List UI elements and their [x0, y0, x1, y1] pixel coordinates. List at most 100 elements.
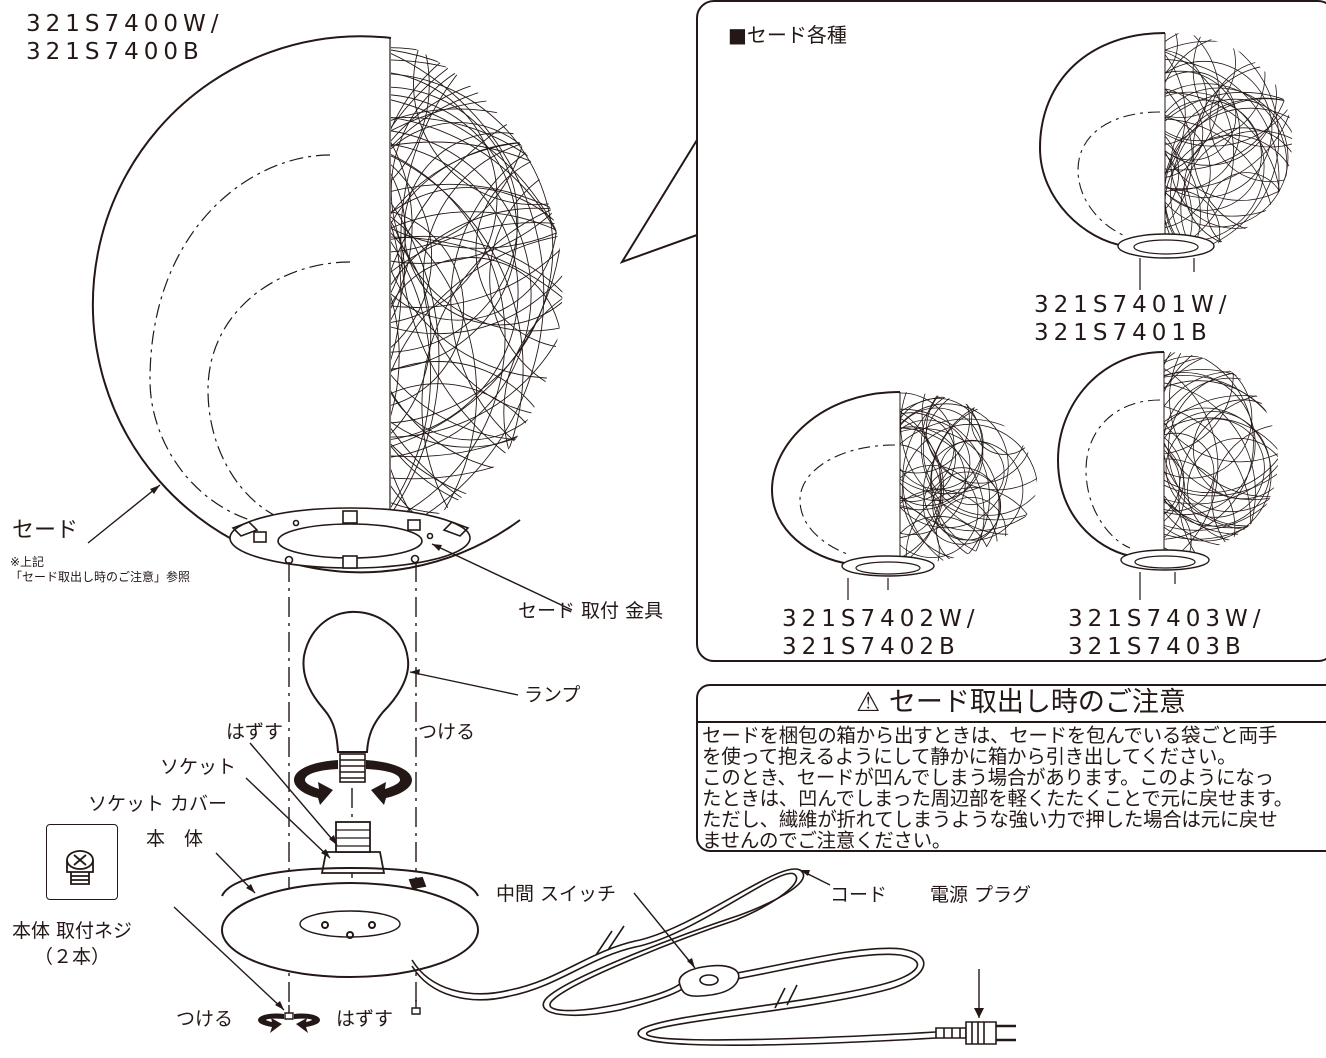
mesh-strand — [1164, 369, 1278, 561]
mesh-strand — [391, 128, 532, 460]
mesh-strand — [1165, 33, 1266, 142]
screw-box — [46, 824, 118, 900]
rotate-arrows-screw — [258, 1013, 320, 1033]
panel-pointer — [619, 139, 698, 264]
bottom-screws — [284, 1000, 421, 1020]
mesh-strand — [900, 504, 940, 566]
mesh-strand — [1164, 352, 1254, 540]
mesh-strand — [422, 137, 563, 417]
mesh-strand — [391, 70, 498, 325]
model-shade2: 321S7402W/ 321S7402B — [782, 606, 980, 660]
mesh-strand — [1164, 417, 1278, 561]
mesh-strand — [391, 47, 563, 438]
caution-divider — [698, 721, 1326, 723]
mesh-strand — [1165, 189, 1221, 255]
mesh-strand — [1165, 99, 1262, 211]
shade1 — [1038, 32, 1215, 290]
model-shade1: 321S7401W/ 321S7401B — [1034, 292, 1232, 346]
mesh-strand — [900, 426, 966, 536]
mesh-strand — [1165, 97, 1293, 255]
mesh-strand — [1164, 352, 1278, 463]
mesh-strand — [1164, 352, 1278, 531]
caution-title: ⚠ セード取出し時のご注意 — [856, 687, 1186, 718]
mesh-strand — [1170, 98, 1293, 255]
label-shade: セード — [12, 518, 79, 543]
mesh-strand — [391, 186, 432, 480]
mesh-strand — [391, 38, 563, 308]
label-remove-lamp: はずす — [226, 721, 284, 743]
mesh-strand — [900, 392, 970, 474]
mesh-strand — [900, 515, 993, 566]
mesh-strand — [1164, 372, 1256, 516]
mesh-strand — [1164, 380, 1256, 561]
mesh-strand — [391, 236, 563, 538]
mesh-strand — [391, 38, 563, 264]
mesh-strand — [1168, 352, 1278, 498]
mesh-strand — [1165, 71, 1237, 161]
mesh-strand — [1164, 401, 1252, 561]
main-shade-mesh — [391, 38, 563, 538]
power-cord — [411, 868, 971, 1046]
mesh-strand — [391, 114, 563, 538]
mesh-strand — [391, 133, 506, 538]
mesh-strand — [1178, 391, 1278, 561]
mesh-strand — [391, 235, 563, 538]
mesh-strand — [1165, 33, 1293, 190]
mesh-strand — [391, 130, 524, 538]
mesh-strand — [391, 132, 433, 380]
mesh-strand — [1165, 116, 1180, 229]
mesh-strand — [900, 403, 1009, 529]
mesh-strand — [900, 396, 943, 566]
mesh-strand — [1165, 43, 1234, 255]
mesh-strand — [1180, 130, 1293, 255]
mesh-strand — [939, 439, 1005, 506]
mesh-strand — [1165, 57, 1193, 255]
mesh-strand — [1164, 352, 1278, 497]
label-lamp: ランプ — [524, 684, 581, 706]
panel-title: ■セード各種 — [728, 23, 847, 47]
mesh-strand — [932, 471, 1002, 541]
label-attach-screw: つける — [176, 1008, 234, 1030]
mesh-strand — [391, 133, 432, 538]
mesh-strand — [921, 392, 1037, 491]
mesh-strand — [1165, 87, 1289, 228]
mesh-strand — [391, 105, 406, 362]
mesh-strand — [1164, 395, 1278, 561]
label-cord: コード — [830, 884, 888, 906]
mesh-strand — [1164, 352, 1219, 561]
mesh-strand — [391, 38, 563, 458]
plug-icon — [935, 1021, 1016, 1045]
mesh-strand — [391, 142, 400, 538]
mesh-strand — [391, 73, 554, 424]
mesh-strand — [1165, 70, 1241, 190]
mesh-strand — [391, 211, 563, 538]
mesh-strand — [1165, 33, 1293, 217]
mesh-strand — [1164, 429, 1186, 554]
label-switch: 中間 スイッチ — [496, 883, 617, 905]
mesh-strand — [391, 38, 430, 225]
mesh-strand — [1165, 87, 1204, 179]
mesh-strand — [489, 154, 563, 403]
mesh-strand — [900, 427, 985, 566]
mesh-strand — [391, 86, 519, 353]
mesh-strand — [923, 467, 1001, 545]
mesh-strand — [391, 108, 563, 515]
mesh-strand — [391, 174, 405, 367]
mesh-strand — [403, 132, 563, 326]
mesh-strand — [503, 271, 563, 538]
mesh-strand — [475, 151, 563, 349]
mesh-strand — [391, 207, 465, 410]
mesh-strand — [391, 116, 563, 538]
mesh-strand — [1164, 352, 1278, 540]
mesh-strand — [1165, 49, 1207, 146]
mesh-strand — [391, 187, 563, 448]
mesh-strand — [391, 183, 563, 538]
mesh-strand — [391, 167, 478, 538]
mesh-strand — [900, 412, 956, 502]
shade2 — [770, 391, 935, 600]
mesh-strand — [391, 222, 563, 538]
mesh-strand — [391, 207, 563, 538]
mesh-strand — [391, 142, 519, 442]
caution-box: ⚠ セード取出し時のご注意 セードを梱包の箱から出すときは、セードを包んでいる袋… — [696, 684, 1326, 852]
